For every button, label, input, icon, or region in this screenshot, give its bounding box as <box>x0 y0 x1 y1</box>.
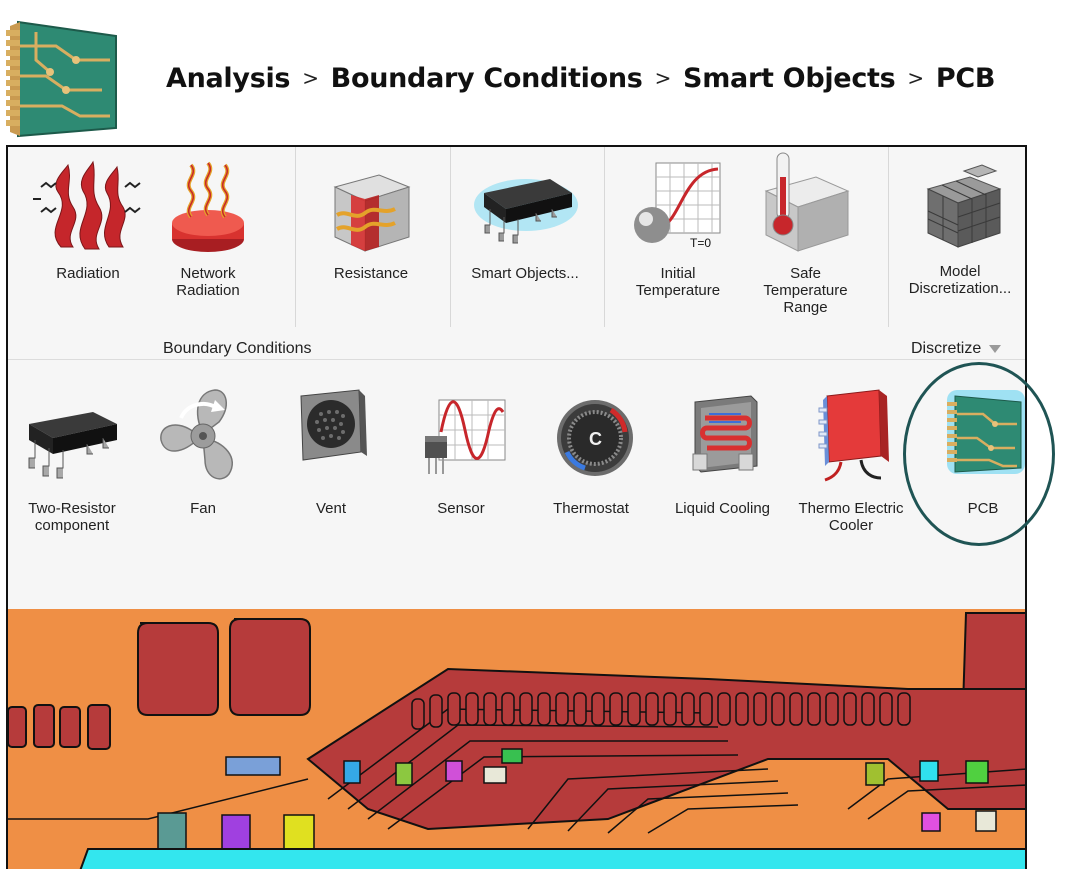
radiation-button[interactable]: Radiation <box>33 157 141 282</box>
thermo-electric-cooler-label: Thermo Electric Cooler <box>798 500 904 534</box>
thermometer-icon <box>764 152 849 252</box>
pcb-highlight-circle <box>903 362 1055 546</box>
pcb-component <box>501 748 523 764</box>
resistance-icon <box>333 174 411 252</box>
two-resistor-component-button[interactable]: Two-Resistor component <box>8 382 136 534</box>
vent-label: Vent <box>315 500 347 517</box>
sensor-label: Sensor <box>437 500 485 517</box>
ribbon-separator <box>888 147 889 327</box>
dropdown-arrow-icon[interactable] <box>989 344 1002 353</box>
application-frame: Radiation Network Radiation <box>6 145 1027 869</box>
header: Analysis > Boundary Conditions > Smart O… <box>0 0 1080 145</box>
sensor-icon <box>425 399 506 474</box>
thermostat-icon-text: C <box>589 429 602 449</box>
pcb-icon <box>6 16 124 145</box>
thermostat-button[interactable]: C Thermostat <box>536 382 646 517</box>
sensor-button[interactable]: Sensor <box>406 382 516 517</box>
initial-temperature-label: Initial Temperature <box>635 265 721 299</box>
thermo-electric-cooler-button[interactable]: Thermo Electric Cooler <box>786 382 916 534</box>
pcb-component <box>921 812 941 832</box>
pcb-component <box>865 762 885 786</box>
ribbon: Radiation Network Radiation <box>8 147 1025 607</box>
pcb-component <box>343 760 361 784</box>
smart-objects-button[interactable]: Smart Objects... <box>460 157 590 282</box>
breadcrumb-pcb[interactable]: PCB <box>935 62 996 94</box>
pcb-component <box>225 756 281 776</box>
pcb-component <box>221 814 251 852</box>
liquid-cooling-button[interactable]: Liquid Cooling <box>660 382 785 517</box>
radiation-icon <box>33 160 141 250</box>
two-resistor-component-label: Two-Resistor component <box>28 500 116 534</box>
network-radiation-icon <box>172 161 244 252</box>
initial-temperature-icon-text: T=0 <box>690 236 711 250</box>
discretize-group[interactable]: Discretize <box>911 340 1002 358</box>
vent-icon <box>300 389 367 461</box>
safe-temperature-range-button[interactable]: Safe Temperature Range <box>748 147 863 316</box>
initial-temperature-icon: T=0 <box>634 162 721 250</box>
vent-button[interactable]: Vent <box>276 382 386 517</box>
safe-temperature-range-label: Safe Temperature Range <box>763 265 848 316</box>
ribbon-row-separator <box>8 359 1025 360</box>
pcb-component <box>157 812 187 854</box>
liquid-cooling-label: Liquid Cooling <box>674 500 771 517</box>
pcb-component <box>445 760 463 782</box>
liquid-cooling-icon <box>692 395 757 473</box>
pcb-pad <box>229 618 311 716</box>
pcb-pad <box>137 622 219 716</box>
pcb-component <box>975 810 997 832</box>
fan-button[interactable]: Fan <box>148 382 258 517</box>
breadcrumb-separator: > <box>302 66 319 90</box>
ribbon-separator <box>295 147 296 327</box>
ribbon-separator <box>604 147 605 327</box>
initial-temperature-button[interactable]: T=0 Initial Temperature <box>618 157 738 299</box>
thermostat-label: Thermostat <box>553 500 629 517</box>
breadcrumb-smart-objects[interactable]: Smart Objects <box>683 62 896 94</box>
fan-label: Fan <box>190 500 216 517</box>
breadcrumb-boundary-conditions[interactable]: Boundary Conditions <box>330 62 643 94</box>
pcb-component <box>283 814 315 850</box>
resistance-label: Resistance <box>333 265 409 282</box>
model-discretization-label: Model Discretization... <box>908 263 1012 297</box>
pcb-component <box>395 762 413 786</box>
model-discretization-button[interactable]: Model Discretization... <box>900 155 1020 297</box>
network-radiation-button[interactable]: Network Radiation <box>158 157 258 299</box>
breadcrumb: Analysis > Boundary Conditions > Smart O… <box>166 56 995 100</box>
radiation-label: Radiation <box>56 265 120 282</box>
discretize-group-label: Discretize <box>911 340 982 357</box>
thermostat-icon: C <box>557 400 633 476</box>
ribbon-separator <box>450 147 451 327</box>
breadcrumb-separator: > <box>654 66 672 90</box>
model-discretization-icon <box>926 164 1002 248</box>
boundary-conditions-group-label: Boundary Conditions <box>163 340 312 357</box>
breadcrumb-separator: > <box>907 66 924 90</box>
pcb-component <box>965 760 989 784</box>
smart-objects-label: Smart Objects... <box>471 265 579 282</box>
fan-icon <box>160 389 233 480</box>
resistance-button[interactable]: Resistance <box>316 157 426 282</box>
thermo-electric-cooler-icon <box>818 389 889 482</box>
breadcrumb-analysis[interactable]: Analysis <box>166 62 291 94</box>
pcb-board <box>8 609 1025 869</box>
pcb-viewport[interactable] <box>8 609 1025 869</box>
smart-objects-icon <box>474 179 578 244</box>
chip-icon <box>28 412 117 479</box>
pcb-component <box>483 766 507 784</box>
pcb-connector-strip <box>79 848 1025 869</box>
pcb-component <box>919 760 939 782</box>
network-radiation-label: Network Radiation <box>176 265 240 299</box>
